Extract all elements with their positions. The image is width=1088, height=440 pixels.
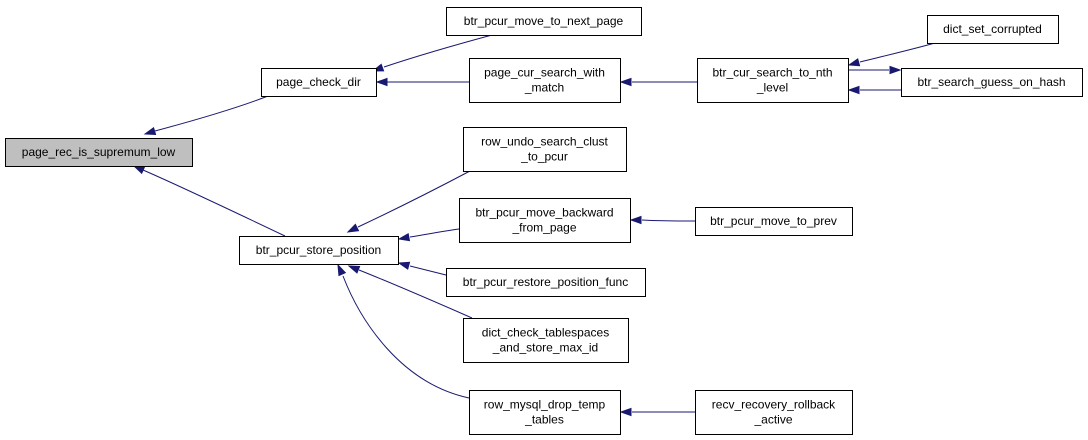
node-label: row_undo_search_clust [481,135,608,149]
node-move-prev[interactable]: btr_pcur_move_to_prev [695,207,853,236]
node-box[interactable] [927,15,1059,44]
node-label: dict_set_corrupted [943,22,1042,36]
arrowhead [847,85,860,95]
edge-store_pos-to-root [132,165,286,237]
arrowhead [337,263,347,277]
node-label: _from_page [511,221,576,235]
edge-guess_hash-to-search_nth [847,85,901,95]
node-rollback[interactable]: recv_recovery_rollback_active [695,390,853,435]
node-box[interactable] [695,207,853,236]
node-label: btr_pcur_move_to_prev [710,214,837,228]
edge-search_nth-to-cur_search [619,77,697,87]
arrowhead [346,223,360,233]
arrowhead [619,407,632,417]
arrowhead [397,261,411,270]
node-label: page_rec_is_supremum_low [22,145,176,159]
arrowhead [629,215,642,225]
edge-search_nth-to-guess_hash [849,65,902,75]
node-store-pos[interactable]: btr_pcur_store_position [239,236,399,265]
arrowhead [143,126,157,136]
node-label: recv_recovery_rollback [712,398,836,412]
node-box[interactable] [459,198,631,243]
node-label: row_mysql_drop_temp [484,398,606,412]
node-label: _level [756,81,788,95]
node-restore[interactable]: btr_pcur_restore_position_func [446,268,646,297]
node-check-ts[interactable]: dict_check_tablespaces_and_store_max_id [463,318,629,363]
edge-undo_search-to-store_pos [346,170,471,233]
node-label: btr_search_guess_on_hash [917,75,1065,89]
edge-rollback-to-drop_temp [619,407,695,417]
node-label: page_check_dir [276,75,361,89]
node-box[interactable] [469,390,621,435]
edge-drop_temp-to-store_pos [337,263,470,399]
node-label: _tables [524,413,564,427]
node-box[interactable] [695,390,853,435]
arrowhead [375,77,388,87]
arrowhead [397,232,411,242]
node-next-page[interactable]: btr_pcur_move_to_next_page [446,7,642,36]
edges-layer [132,34,936,417]
node-drop-temp[interactable]: row_mysql_drop_temp_tables [469,390,621,435]
arrowhead [889,65,902,75]
node-set-corrupt[interactable]: dict_set_corrupted [927,15,1059,44]
node-box[interactable] [446,268,646,297]
node-label: btr_pcur_store_position [256,243,381,257]
node-box[interactable] [5,138,193,167]
node-check-dir[interactable]: page_check_dir [261,68,377,97]
node-search-nth[interactable]: btr_cur_search_to_nth_level [697,58,849,103]
edge-move_prev-to-move_back [629,215,696,225]
node-label: _and_store_max_id [492,341,598,355]
node-root[interactable]: page_rec_is_supremum_low [5,138,193,167]
node-box[interactable] [469,58,621,103]
node-box[interactable] [697,58,849,103]
edge-cur_search-to-check_dir [375,77,469,87]
nodes-layer: page_rec_is_supremum_lowpage_check_dirbt… [5,7,1083,435]
node-label: page_cur_search_with [484,66,605,80]
node-box[interactable] [446,7,642,36]
node-box[interactable] [239,236,399,265]
arrowhead [847,58,861,67]
edge-set_corrupt-to-search_nth [847,42,936,67]
node-box[interactable] [463,127,627,172]
node-guess-hash[interactable]: btr_search_guess_on_hash [901,68,1083,97]
node-label: btr_cur_search_to_nth [712,66,832,80]
node-label: btr_pcur_restore_position_func [463,275,628,289]
node-box[interactable] [463,318,629,363]
node-label: btr_pcur_move_backward [475,206,613,220]
node-label: _match [524,81,564,95]
node-box[interactable] [901,68,1083,97]
node-cur-search[interactable]: page_cur_search_with_match [469,58,621,103]
node-label: _active [753,413,792,427]
node-label: btr_pcur_move_to_next_page [464,14,624,28]
node-label: dict_check_tablespaces [482,326,609,340]
node-label: _to_pcur [520,150,568,164]
arrowhead [132,165,146,175]
arrowhead [347,265,361,274]
edge-check_dir-to-root [143,95,269,136]
node-move-back[interactable]: btr_pcur_move_backward_from_page [459,198,631,243]
edge-check_ts-to-store_pos [347,265,473,319]
arrowhead [619,77,632,87]
node-box[interactable] [261,68,377,97]
node-undo-search[interactable]: row_undo_search_clust_to_pcur [463,127,627,172]
edge-move_back-to-store_pos [397,228,460,242]
